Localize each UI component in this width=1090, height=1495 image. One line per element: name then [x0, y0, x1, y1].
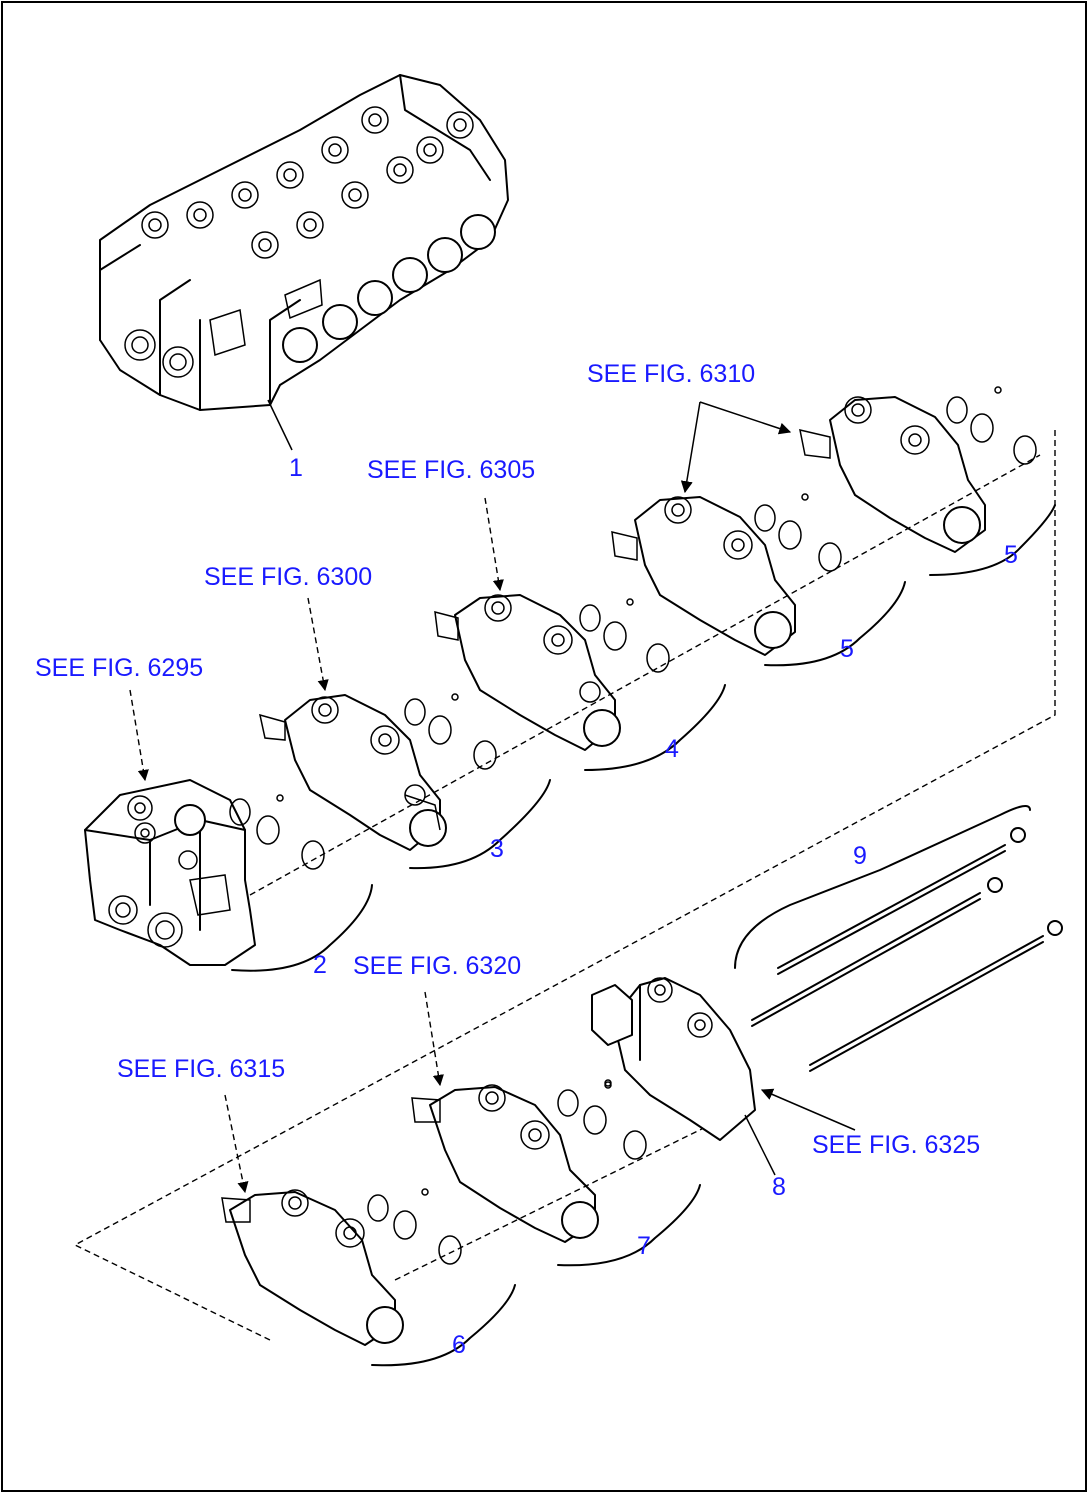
spool-section-3	[259, 694, 447, 851]
see-fig-6325-label: SEE FIG. 6325	[812, 1131, 980, 1159]
spool-section-5b	[799, 396, 986, 553]
section-5b-seals	[946, 386, 1037, 465]
bracket-4	[584, 684, 726, 771]
see-fig-6310-label: SEE FIG. 6310	[587, 360, 755, 388]
leader-1	[267, 399, 293, 451]
callout-7: 7	[637, 1232, 651, 1260]
section-6-seals	[367, 1188, 462, 1265]
section-4-seals	[579, 598, 670, 673]
callout-9: 9	[853, 842, 867, 870]
tie-rods	[751, 827, 1063, 1072]
callout-8: 8	[772, 1173, 786, 1201]
callout-5b: 5	[1004, 541, 1018, 569]
spool-section-5a	[611, 496, 796, 656]
spool-section-6	[221, 1189, 404, 1346]
inlet-section	[84, 779, 256, 966]
see-fig-6295-label: SEE FIG. 6295	[35, 654, 203, 682]
callout-1: 1	[289, 454, 303, 482]
callout-3: 3	[490, 835, 504, 863]
bracket-6	[371, 1284, 516, 1367]
bracket-7	[557, 1184, 701, 1267]
outlet-section	[591, 977, 756, 1141]
bracket-9	[734, 805, 1031, 969]
axis-upper	[249, 454, 1041, 896]
axis-return	[73, 430, 1056, 1341]
spool-section-7	[411, 1084, 599, 1243]
see-fig-6305-label: SEE FIG. 6305	[367, 456, 535, 484]
section-5a-seals	[754, 493, 842, 572]
section-3-seals	[404, 693, 497, 770]
bracket-5a	[764, 581, 906, 667]
callout-2: 2	[313, 951, 327, 979]
callout-6: 6	[452, 1331, 466, 1359]
leader-8	[744, 1114, 776, 1176]
see-fig-6300-label: SEE FIG. 6300	[204, 563, 372, 591]
spool-section-4	[434, 594, 621, 751]
inlet-seals	[229, 794, 325, 870]
see-fig-6320-label: SEE FIG. 6320	[353, 952, 521, 980]
reference-leaders	[129, 401, 856, 1194]
bracket-3	[409, 779, 551, 870]
axis-lower	[394, 1119, 721, 1281]
control-valve-assembly	[99, 74, 509, 411]
bracket-2	[231, 884, 373, 972]
see-fig-6315-label: SEE FIG. 6315	[117, 1055, 285, 1083]
callout-4: 4	[665, 735, 679, 763]
callout-5a: 5	[840, 635, 854, 663]
section-7-seals	[557, 1079, 647, 1160]
bracket-5b	[929, 504, 1056, 576]
